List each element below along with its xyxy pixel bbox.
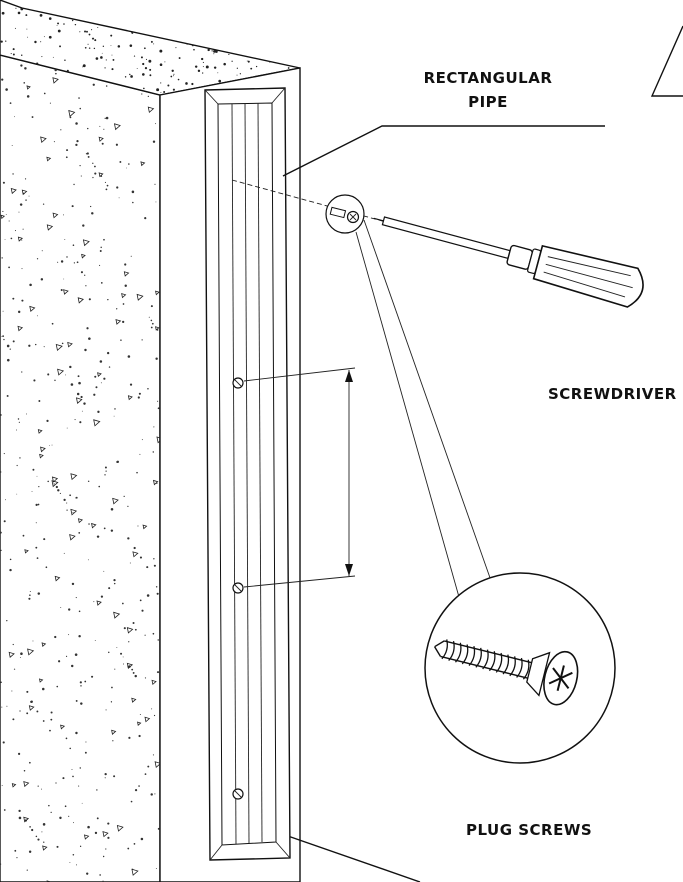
rectangular-pipe-label-line1: RECTANGULAR [423, 69, 553, 87]
rectangular-pipe-leader [282, 125, 605, 177]
detail-circle-small [325, 194, 365, 234]
rectangular-pipe-label-line2: PIPE [468, 93, 508, 111]
pipe-screw-middle [232, 582, 244, 594]
detail-circle-large [424, 572, 616, 764]
rectangular-pipe [204, 87, 291, 861]
pipe-screw-top [232, 377, 244, 389]
warning-triangle-partial [650, 25, 683, 97]
screw-spacing-dimension [243, 367, 356, 588]
rectangular-pipe-label: RECTANGULAR PIPE [388, 66, 588, 114]
floor-line [284, 834, 421, 882]
detail-connector-left [355, 231, 460, 598]
screwdriver [373, 216, 644, 308]
detail-connector-right [363, 219, 496, 593]
screwdriver-label: SCREWDRIVER [548, 385, 677, 403]
plug-screws-label: PLUG SCREWS [466, 821, 593, 839]
pipe-screw-bottom [232, 788, 244, 800]
